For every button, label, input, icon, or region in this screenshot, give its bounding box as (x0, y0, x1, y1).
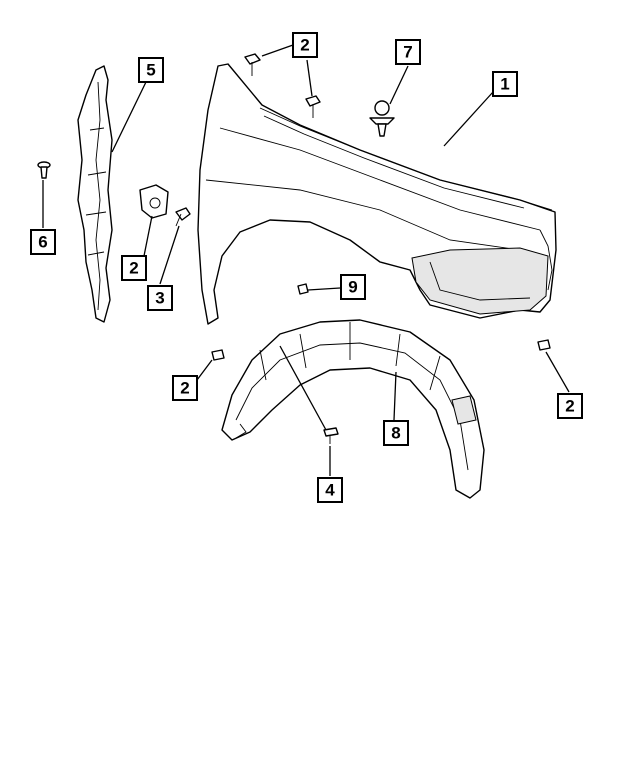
callout-2-top: 2 (292, 32, 318, 58)
callout-label: 4 (325, 481, 335, 500)
callout-label: 7 (403, 43, 412, 62)
callout-label: 2 (180, 379, 189, 398)
bolt-cowl (305, 95, 321, 118)
callout-3: 3 (147, 285, 173, 311)
screw-part-6 (37, 161, 51, 179)
callout-8: 8 (383, 420, 409, 446)
callout-label: 1 (500, 75, 509, 94)
clip-and-bolt (139, 184, 191, 227)
callout-2-bottom-left: 2 (172, 375, 198, 401)
bolt-lower-left (211, 349, 225, 361)
callout-label: 2 (565, 397, 574, 416)
callout-label: 8 (391, 424, 400, 443)
callout-label: 6 (38, 233, 47, 252)
callout-label: 9 (348, 278, 357, 297)
front-fender (197, 63, 557, 325)
callout-6: 6 (30, 229, 56, 255)
bolt-lower-right (537, 339, 551, 351)
callout-1: 1 (492, 71, 518, 97)
callout-label: 5 (146, 61, 155, 80)
leader-lines (42, 44, 570, 476)
wheelhouse-liner (221, 319, 485, 499)
bolt-top (244, 53, 261, 76)
callout-5: 5 (138, 57, 164, 83)
callout-label: 2 (129, 259, 138, 278)
callout-2-mid: 2 (121, 255, 147, 281)
callout-7: 7 (395, 39, 421, 65)
fender-support-bracket (77, 65, 113, 323)
screw-part-4 (323, 427, 339, 444)
callout-2-right: 2 (557, 393, 583, 419)
callout-label: 3 (155, 289, 164, 308)
nut-part-9 (297, 283, 309, 295)
callout-4: 4 (317, 477, 343, 503)
callout-label: 2 (300, 36, 309, 55)
push-pin-part-7 (369, 100, 395, 137)
callout-9: 9 (340, 274, 366, 300)
